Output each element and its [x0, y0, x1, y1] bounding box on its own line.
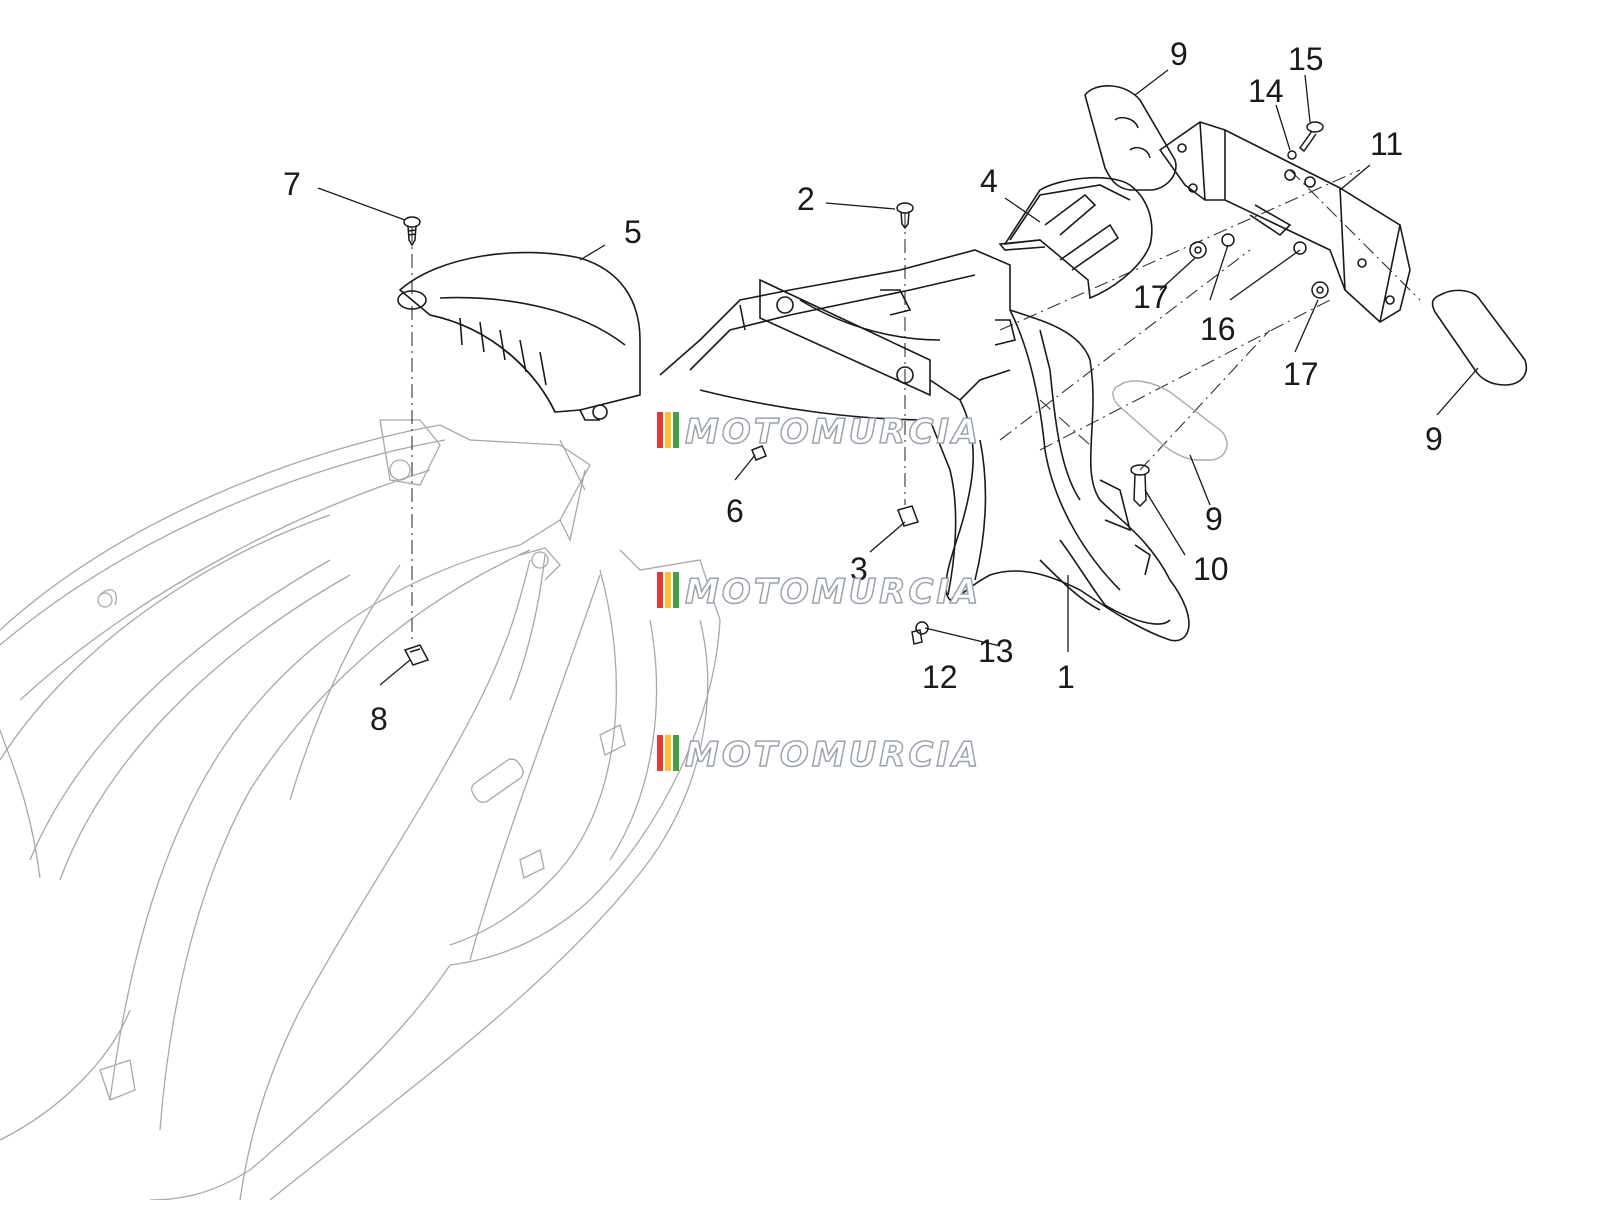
callout-6: 6 [726, 493, 744, 529]
assembly-axis-lines [411, 169, 1421, 640]
callout-17-left: 17 [1133, 279, 1169, 315]
inner-cover-part [998, 176, 1153, 300]
watermark-top: MOTOMURCIA [657, 411, 981, 453]
callout-8: 8 [370, 701, 388, 737]
washer-part-14 [1287, 150, 1297, 160]
rear-body-panel [0, 419, 721, 1201]
callout-leaders [317, 69, 1479, 686]
reflector-part-right [1431, 289, 1527, 386]
screw-part-7 [403, 216, 421, 247]
screw-part-2 [896, 202, 914, 230]
screw-part-10 [1130, 464, 1150, 508]
mudguard-license-holder-part [659, 249, 1190, 642]
watermark-stripe-green [673, 735, 679, 771]
clip-nut-part-8 [403, 644, 430, 666]
watermark-stripe-green [673, 572, 679, 608]
callout-4: 4 [980, 163, 998, 199]
clip-nut-part-3 [897, 505, 919, 527]
callout-12: 12 [922, 659, 958, 695]
watermark-middle: MOTOMURCIA [657, 571, 981, 613]
watermark-text: MOTOMURCIA [685, 572, 981, 612]
screw-part-15 [1298, 121, 1324, 153]
watermark-text: MOTOMURCIA [685, 412, 981, 452]
watermark-stripe-red [657, 572, 663, 608]
callout-3: 3 [850, 551, 868, 587]
callout-7: 7 [283, 166, 301, 202]
callout-2: 2 [797, 181, 815, 217]
callout-13: 13 [978, 633, 1014, 669]
watermark-stripe-yellow [665, 735, 671, 771]
reflector-part-upper [1084, 85, 1177, 191]
washer-parts-16-17 [1189, 233, 1329, 299]
callout-9-right: 9 [1425, 421, 1443, 457]
clip-part-6 [751, 445, 767, 461]
callout-5: 5 [624, 214, 642, 250]
watermark-stripe-yellow [665, 412, 671, 448]
callout-17-right: 17 [1283, 356, 1319, 392]
callout-15: 15 [1288, 41, 1324, 77]
plate-bracket-part [1158, 121, 1411, 323]
callout-10: 10 [1193, 551, 1229, 587]
watermark-text: MOTOMURCIA [685, 735, 981, 775]
callout-9-mid: 9 [1205, 501, 1223, 537]
callout-labels: 1 2 3 4 5 6 7 8 9 9 9 10 11 12 13 14 15 … [283, 36, 1443, 737]
callout-9-upper: 9 [1170, 36, 1188, 72]
callout-11: 11 [1370, 126, 1403, 162]
reflector-part-mid [1112, 380, 1228, 461]
watermark-bottom: MOTOMURCIA [657, 734, 981, 776]
callout-16: 16 [1200, 311, 1236, 347]
watermark-stripe-red [657, 412, 663, 448]
callout-1: 1 [1057, 659, 1075, 695]
nut-parts-12-13 [911, 621, 929, 645]
watermark-stripe-green [673, 412, 679, 448]
watermark-stripe-red [657, 735, 663, 771]
callout-14: 14 [1248, 73, 1284, 109]
tail-cover-part [397, 251, 641, 421]
watermark-stripe-yellow [665, 572, 671, 608]
